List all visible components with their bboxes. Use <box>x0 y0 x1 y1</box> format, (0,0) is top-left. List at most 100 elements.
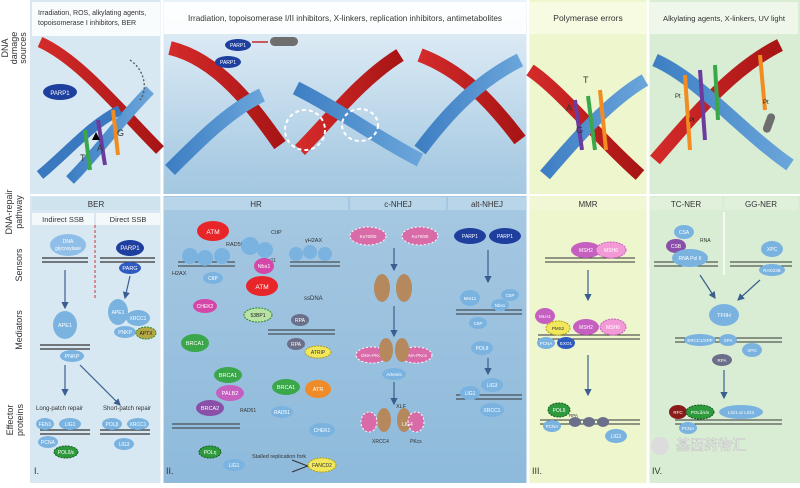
rpa-ner <box>712 354 732 366</box>
mlh1 <box>535 308 555 324</box>
brca2 <box>196 400 224 416</box>
svg-text:RAD51: RAD51 <box>274 410 290 416</box>
pol-delta-epsilon-ber <box>53 445 79 459</box>
svg-text:Nbs1: Nbs1 <box>495 303 506 308</box>
helix-panel4 <box>650 39 794 171</box>
gh2ax-label: γH2AX <box>305 238 322 244</box>
svg-text:TFIIH: TFIIH <box>717 313 731 319</box>
source-panel1-line1: Irradiation, ROS, alkylating agents, <box>38 10 146 17</box>
svg-text:XPA: XPA <box>724 338 733 343</box>
pol-beta <box>102 418 122 430</box>
ercc1-xpf <box>684 334 716 346</box>
svg-text:RPA: RPA <box>718 358 727 363</box>
exo1 <box>557 337 575 349</box>
xrcc1-alt <box>480 403 504 417</box>
row-label-effector-proteins: Effector proteins <box>5 403 25 436</box>
svg-text:LIG1: LIG1 <box>229 463 240 469</box>
svg-text:Ku70/80: Ku70/80 <box>360 234 377 239</box>
svg-text:BRCA1: BRCA1 <box>277 385 295 391</box>
ctip-b <box>203 272 223 284</box>
svg-text:XPC: XPC <box>767 247 778 253</box>
svg-text:LIG3: LIG3 <box>487 383 498 389</box>
source-panel4: Alkylating agents, X-linkers, UV light <box>663 14 786 23</box>
svg-text:POLδ/ε: POLδ/ε <box>58 450 75 456</box>
svg-text:T: T <box>583 75 589 85</box>
svg-text:ATRIP: ATRIP <box>311 350 326 356</box>
svg-text:RNA Pol II: RNA Pol II <box>678 256 701 262</box>
svg-text:DNA-repair: DNA-repair <box>4 189 14 234</box>
dna-glycosylase <box>50 234 86 256</box>
svg-text:PCNA: PCNA <box>540 341 553 346</box>
svg-text:Pt: Pt <box>763 100 769 106</box>
watermark: 基因药物汇 <box>651 437 746 455</box>
svg-text:LIG1 or LIG3: LIG1 or LIG3 <box>728 410 755 415</box>
rna-pol2 <box>672 249 708 267</box>
brca1-a <box>181 334 209 352</box>
svg-text:POLδ/ε/κ: POLδ/ε/κ <box>691 410 710 415</box>
svg-text:PARP1: PARP1 <box>220 60 236 66</box>
platinum-adducts: Pt Pt Pt <box>675 94 769 124</box>
rad51-b <box>271 406 293 418</box>
rpa-mmr-cluster <box>569 417 609 427</box>
svg-text:sources: sources <box>18 32 28 64</box>
svg-text:RPA: RPA <box>295 318 306 324</box>
xrcc1-a <box>126 310 150 326</box>
svg-text:PARP1: PARP1 <box>497 234 513 240</box>
helix-panel1 <box>36 36 164 184</box>
svg-text:CSB: CSB <box>671 244 682 250</box>
svg-text:XRCC1: XRCC1 <box>484 408 501 414</box>
fancd2 <box>307 457 337 473</box>
svg-text:53BP1: 53BP1 <box>250 313 265 319</box>
parp1-ber <box>116 240 144 256</box>
lig1-ber <box>59 418 81 430</box>
svg-text:ATR: ATR <box>313 387 324 393</box>
svg-text:CtIP: CtIP <box>208 276 218 282</box>
artemis <box>382 368 406 380</box>
base-g-label: G <box>117 128 124 138</box>
parp1-blob-top <box>43 84 77 100</box>
helix-panel2 <box>165 41 526 175</box>
atrip <box>304 345 332 359</box>
svg-text:PNKP: PNKP <box>118 330 132 336</box>
bases-panel3: A T G <box>566 75 589 135</box>
mre11-alt <box>460 290 480 306</box>
ctip-alt <box>501 289 519 301</box>
svg-text:PARG: PARG <box>122 266 137 272</box>
pcna-mmr-b <box>543 420 561 432</box>
svg-text:POLθ: POLθ <box>476 346 489 352</box>
svg-text:LIG1: LIG1 <box>65 422 76 428</box>
svg-text:PALB2: PALB2 <box>222 391 239 397</box>
svg-text:BRCA1: BRCA1 <box>186 341 204 347</box>
csb <box>666 239 686 253</box>
svg-text:Nbs1: Nbs1 <box>258 264 271 270</box>
svg-text:CtIP: CtIP <box>506 293 515 298</box>
svg-text:CHEK2: CHEK2 <box>197 304 214 310</box>
svg-text:PNKP: PNKP <box>65 354 80 360</box>
parp1-top-a <box>225 39 251 51</box>
panel-number-3: III. <box>532 466 542 476</box>
csa <box>674 225 694 239</box>
rpa-mmr-label: RPA <box>569 413 578 418</box>
msh6-b <box>599 318 627 336</box>
ku70-80-b <box>401 226 439 246</box>
ku70-80-a <box>349 226 387 246</box>
pms2 <box>545 320 571 336</box>
tfiih <box>709 304 739 326</box>
svg-text:ATM: ATM <box>206 229 219 236</box>
pathway-tc-ner: TC-NER <box>671 200 701 209</box>
row-label-damage-sources: DNA damage sources <box>0 32 28 65</box>
lig4-label: LIG4 <box>402 422 413 428</box>
svg-text:LIG1: LIG1 <box>611 434 622 440</box>
indirect-ssb-label: Indirect SSB <box>42 215 84 224</box>
palb2 <box>216 385 244 401</box>
svg-text:G: G <box>576 125 583 135</box>
msh2-a <box>571 242 601 258</box>
pathway-mmr: MMR <box>578 200 597 209</box>
nucleosome-cluster <box>182 237 332 266</box>
pol-eta <box>198 445 222 459</box>
pol-delta-epsilon-kappa <box>685 404 715 420</box>
pkcs-label: PKcs <box>410 439 422 445</box>
svg-text:damage: damage <box>9 32 19 65</box>
rad50-label: RAD50 <box>226 242 244 248</box>
